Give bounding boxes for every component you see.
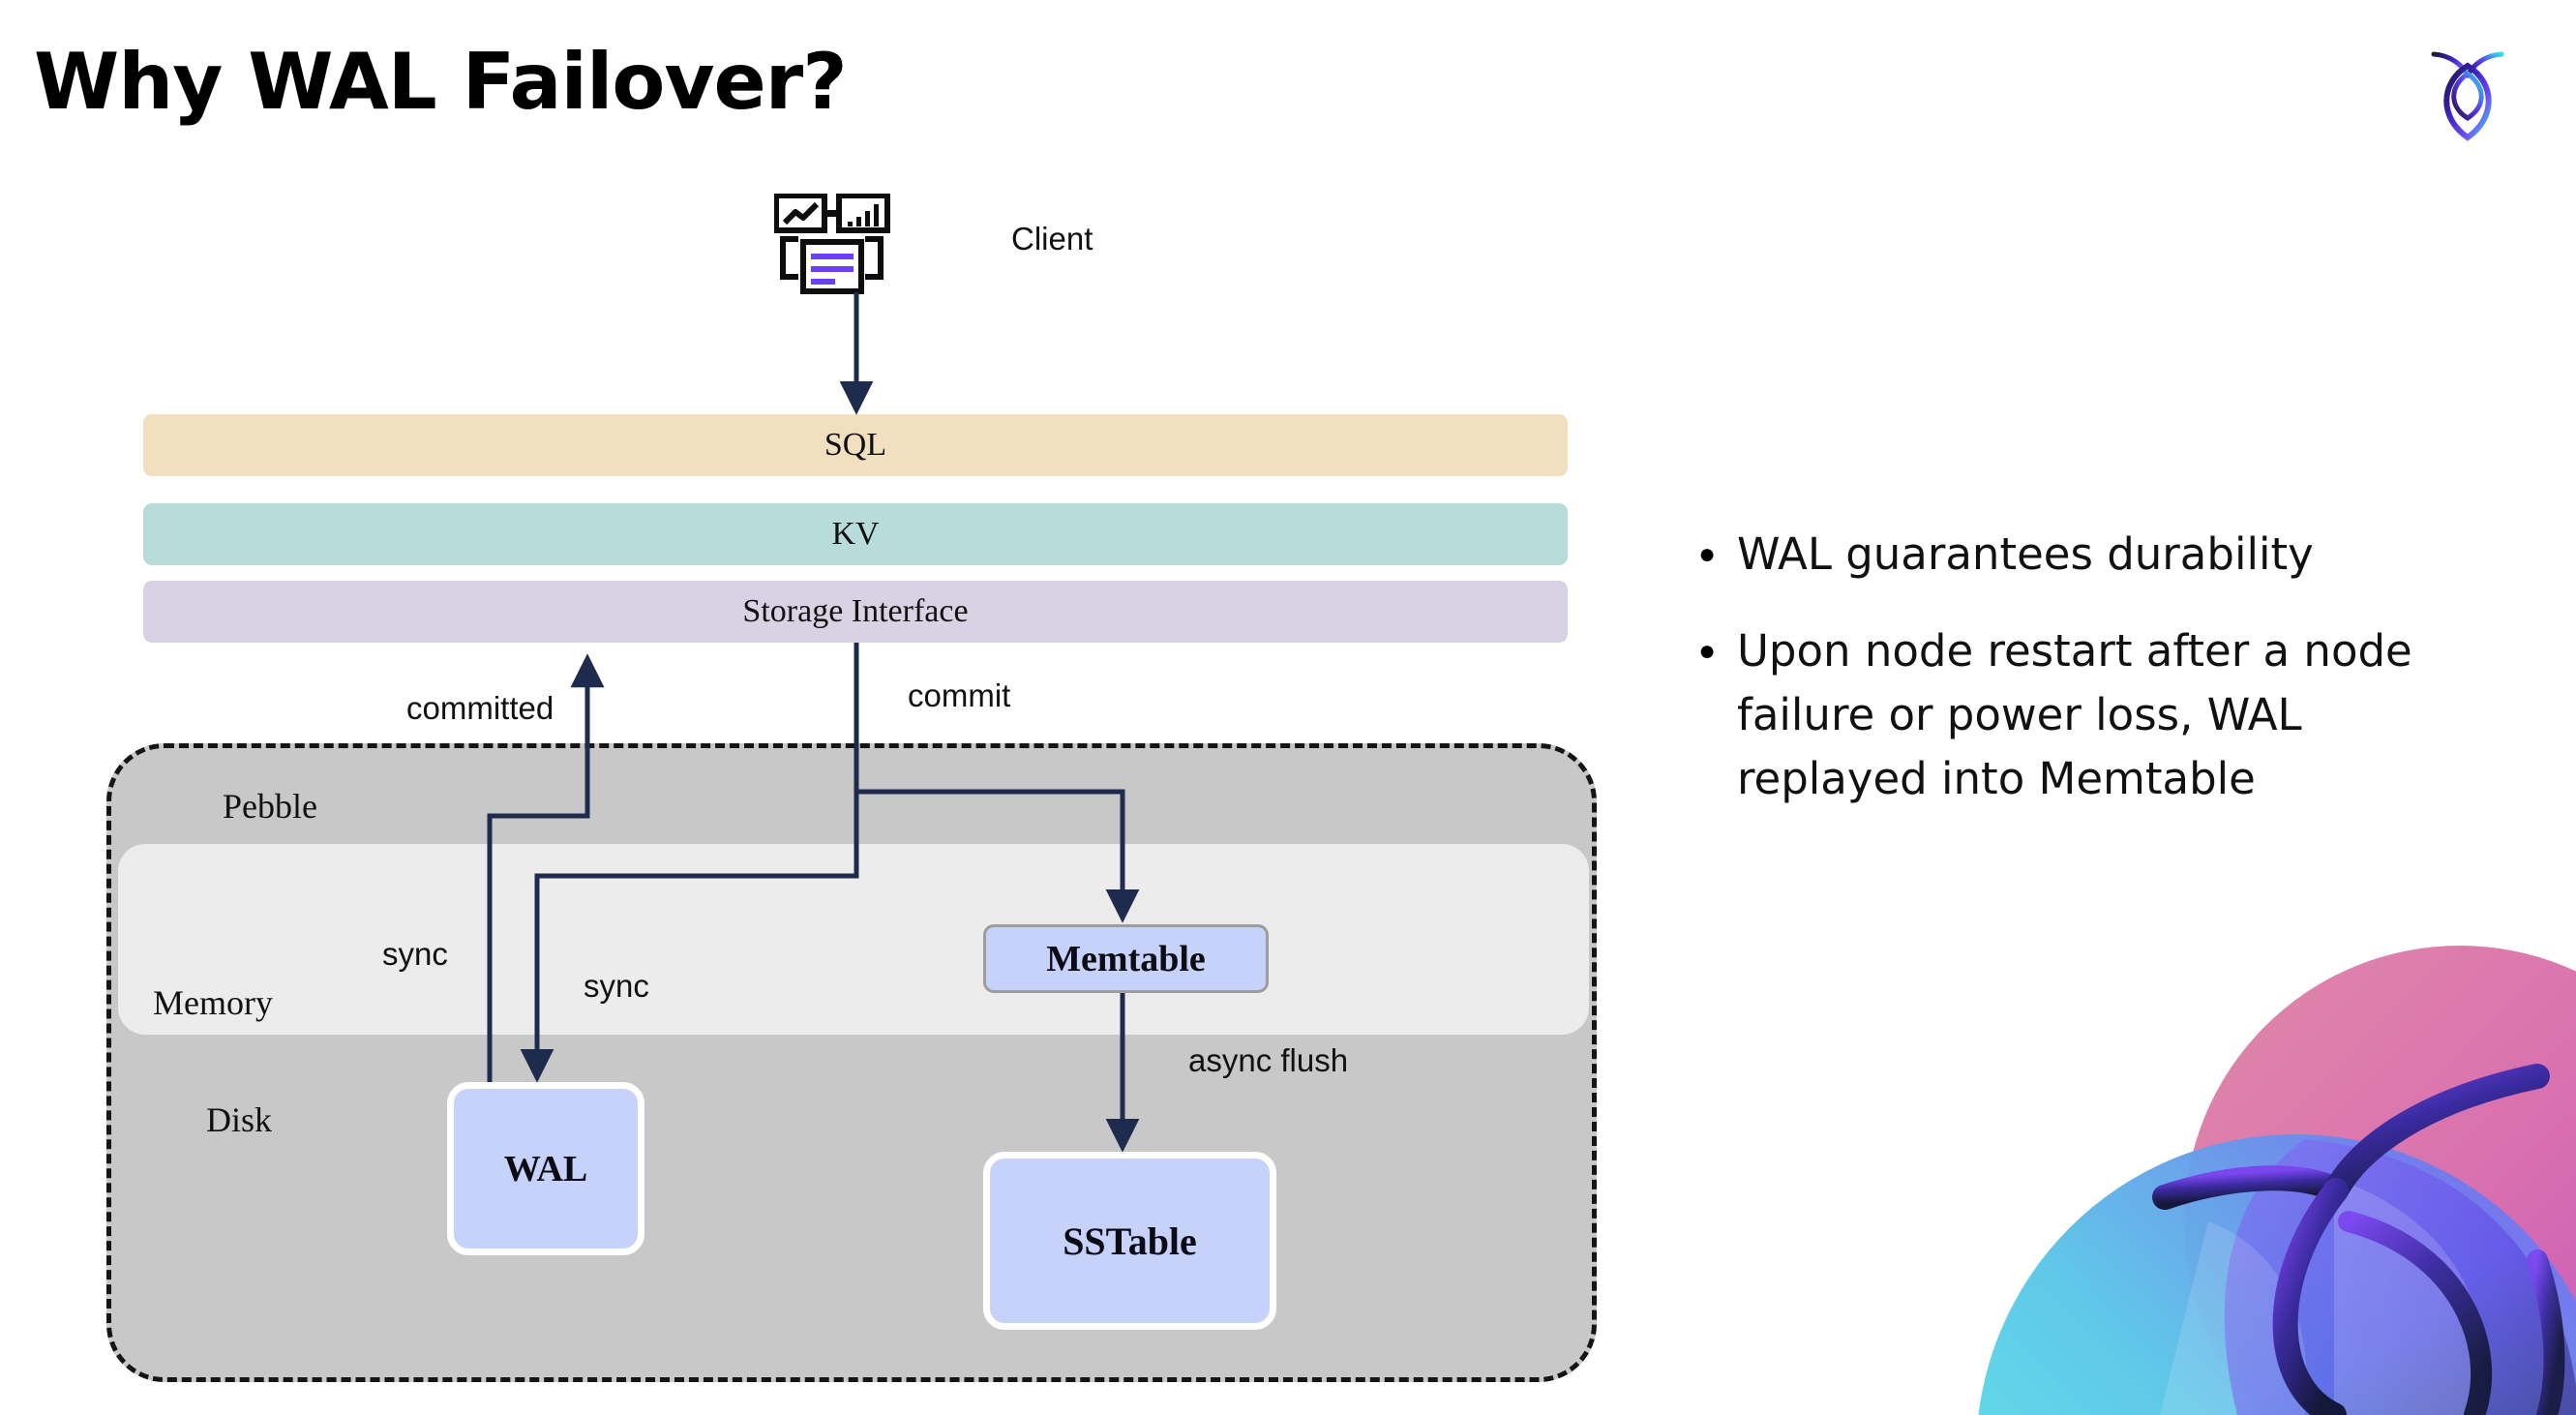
pebble-label: Pebble: [223, 787, 317, 826]
architecture-diagram: Client SQL KV Storage Interface Pebble M…: [106, 193, 1597, 1382]
bullet-text: WAL guarantees durability: [1737, 528, 2314, 580]
memory-label: Memory: [153, 983, 273, 1022]
layer-bar-storage-interface: Storage Interface: [143, 581, 1568, 643]
layer-bar-storage-interface-label: Storage Interface: [742, 593, 969, 629]
list-item: ● Upon node restart after a node failure…: [1698, 619, 2492, 811]
memory-region: [118, 844, 1589, 1035]
layer-bar-kv-label: KV: [831, 516, 880, 552]
edge-label-committed: committed: [406, 690, 554, 726]
list-item: ● WAL guarantees durability: [1698, 523, 2492, 587]
node-sstable-label: SSTable: [1063, 1219, 1197, 1263]
layer-bar-kv: KV: [143, 503, 1568, 565]
decorative-corner-graphic: [1918, 931, 2576, 1415]
bullet-marker-icon: ●: [1698, 635, 1717, 667]
client-monitor-icon: [773, 193, 929, 310]
cockroachdb-logo-icon: [2414, 37, 2521, 143]
node-wal-label: WAL: [503, 1148, 588, 1189]
client-label: Client: [1011, 221, 1093, 256]
node-memtable-label: Memtable: [1046, 938, 1206, 979]
node-sstable: SSTable: [983, 1152, 1276, 1330]
layer-bar-sql-label: SQL: [824, 427, 887, 463]
bullet-list: ● WAL guarantees durability ● Upon node …: [1698, 523, 2492, 844]
disk-label: Disk: [206, 1100, 273, 1139]
pebble-container: [106, 743, 1597, 1382]
edge-label-async-flush: async flush: [1188, 1042, 1349, 1078]
node-wal: WAL: [447, 1082, 644, 1255]
bullet-text: Upon node restart after a node failure o…: [1737, 625, 2412, 804]
node-memtable: Memtable: [983, 924, 1269, 993]
edge-label-commit: commit: [908, 677, 1011, 713]
bullet-marker-icon: ●: [1698, 538, 1717, 570]
edge-label-sync-2: sync: [584, 968, 649, 1004]
layer-bar-sql: SQL: [143, 414, 1568, 476]
page-title: Why WAL Failover?: [34, 37, 848, 127]
edge-label-sync-1: sync: [382, 936, 448, 972]
